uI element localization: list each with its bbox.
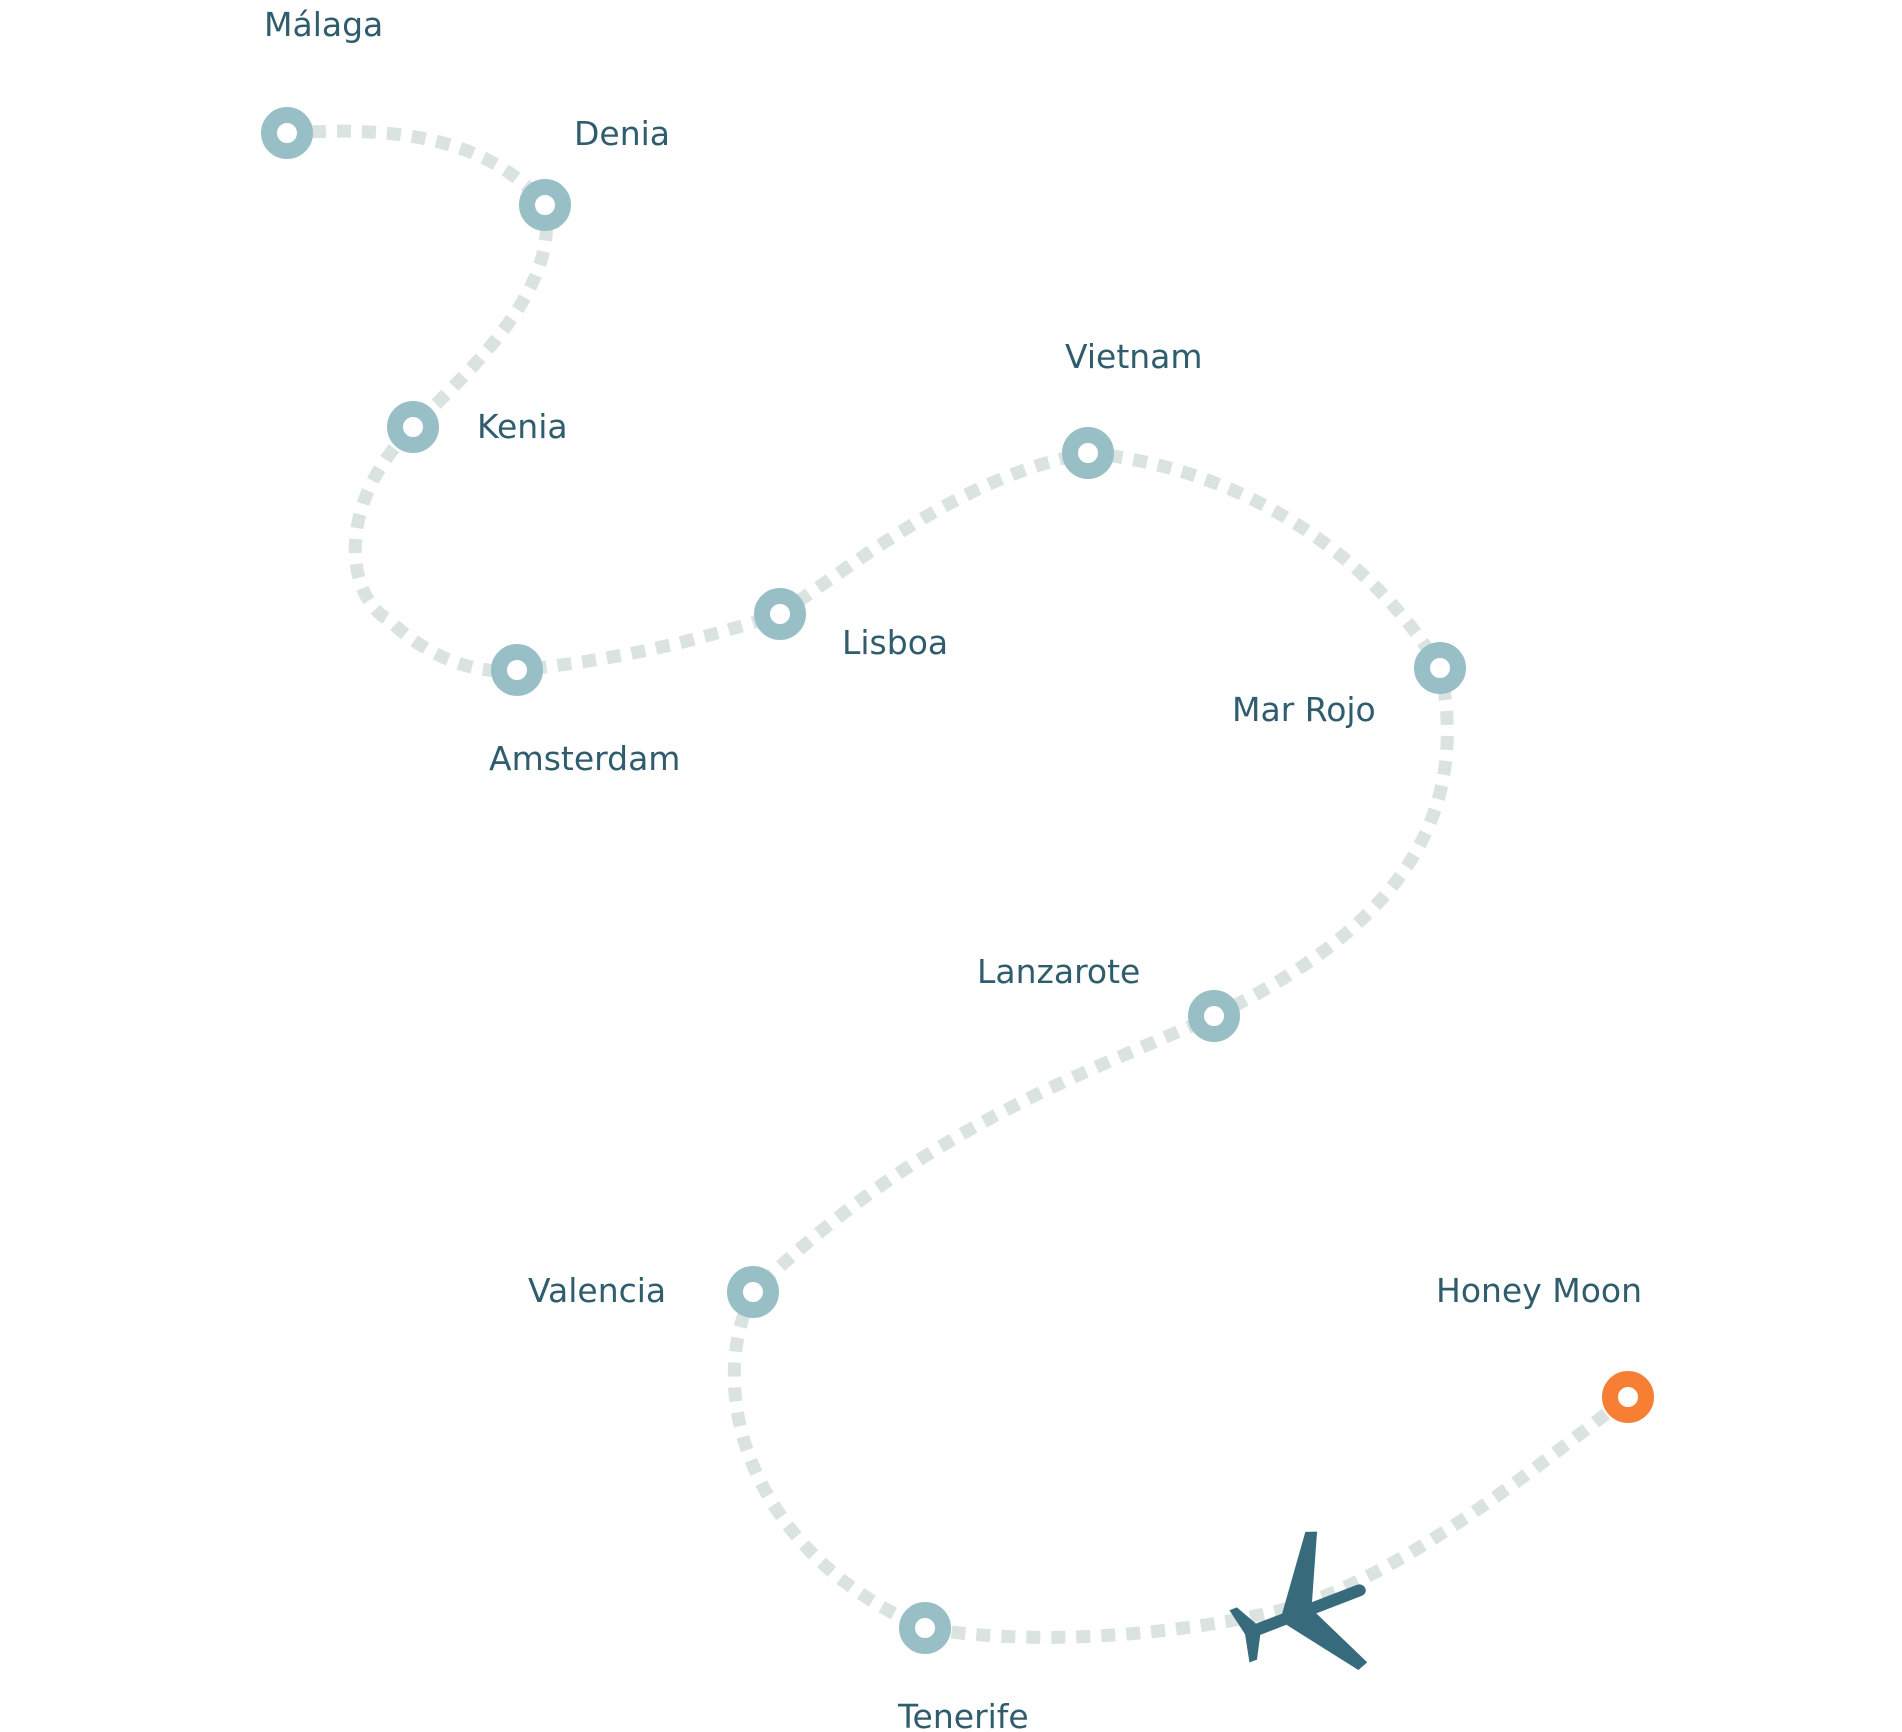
stop-marker [1062, 427, 1114, 479]
stop-lanzarote[interactable]: Lanzarote [977, 952, 1240, 1042]
stop-marker [899, 1602, 951, 1654]
route-stops: Málaga Denia Kenia Amsterdam Lisboa Viet… [261, 5, 1654, 1732]
airplane-icon [1229, 1531, 1368, 1670]
stop-vietnam[interactable]: Vietnam [1062, 337, 1203, 479]
stop-label: Vietnam [1065, 337, 1203, 376]
stop-marker [1188, 990, 1240, 1042]
stop-tenerife[interactable]: Tenerife [897, 1602, 1029, 1732]
stop-honey-moon[interactable]: Honey Moon [1436, 1271, 1654, 1423]
stop-label: Valencia [528, 1271, 666, 1310]
stop-label: Amsterdam [489, 739, 680, 778]
stop-malaga[interactable]: Málaga [261, 5, 383, 159]
stop-lisboa[interactable]: Lisboa [754, 588, 948, 662]
stop-marker [387, 401, 439, 453]
stop-label: Málaga [264, 5, 383, 44]
stop-mar-rojo[interactable]: Mar Rojo [1232, 642, 1466, 729]
stop-marker [519, 179, 571, 231]
stop-marker [491, 644, 543, 696]
stop-marker [1414, 642, 1466, 694]
stop-marker [727, 1266, 779, 1318]
route-path [286, 124, 1632, 1644]
stop-label: Denia [574, 114, 670, 153]
stop-label: Lanzarote [977, 952, 1140, 991]
stop-label: Lisboa [842, 623, 948, 662]
stop-label: Tenerife [897, 1697, 1029, 1732]
stop-marker [754, 588, 806, 640]
stop-valencia[interactable]: Valencia [528, 1266, 779, 1318]
stop-amsterdam[interactable]: Amsterdam [489, 644, 680, 778]
stop-denia[interactable]: Denia [519, 114, 670, 231]
stop-label: Mar Rojo [1232, 690, 1376, 729]
destination-marker [1602, 1371, 1654, 1423]
stop-marker [261, 107, 313, 159]
stop-kenia[interactable]: Kenia [387, 401, 568, 453]
stop-label: Kenia [477, 407, 568, 446]
destination-label: Honey Moon [1436, 1271, 1642, 1310]
